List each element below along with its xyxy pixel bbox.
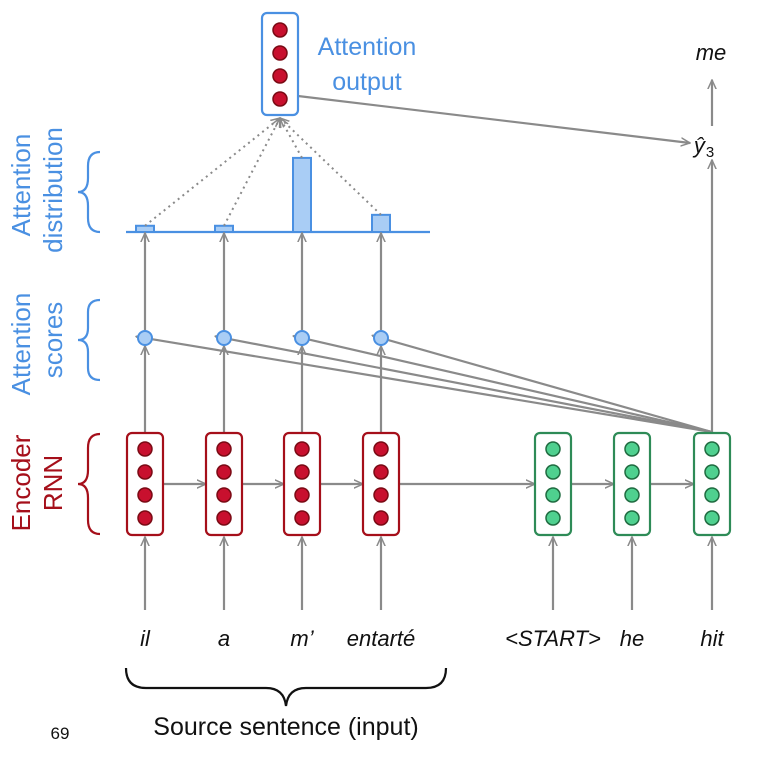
neuron-icon xyxy=(373,510,389,526)
label-attention-distribution-line1: Attention xyxy=(6,134,36,237)
neuron-icon xyxy=(704,487,720,503)
encoder-rnn-cell xyxy=(125,431,165,537)
decoder-to-score-arrow xyxy=(215,336,713,434)
label-attention-distribution: Attention distribution xyxy=(6,127,68,253)
neuron-icon xyxy=(137,487,153,503)
decoder-rnn-cell xyxy=(692,431,732,537)
attention-weight-bar xyxy=(135,224,155,233)
y-hat-subscript: 3 xyxy=(706,144,714,161)
attention-score-node xyxy=(216,330,232,346)
decoder-to-score-arrow xyxy=(372,336,713,434)
source-word: m’ xyxy=(290,626,314,651)
label-attention-distribution-line2: distribution xyxy=(38,127,68,253)
target-word: he xyxy=(620,626,644,651)
encoder-rnn-cell xyxy=(204,431,244,537)
neuron-icon xyxy=(137,510,153,526)
neuron-icon xyxy=(373,487,389,503)
neuron-icon xyxy=(373,441,389,457)
attention-weight-bar xyxy=(214,224,234,233)
neuron-icon xyxy=(545,441,561,457)
neuron-icon xyxy=(272,68,288,84)
neuron-icon xyxy=(704,510,720,526)
neuron-icon xyxy=(545,510,561,526)
word-labels: il a m’ entarté <START> he hit xyxy=(140,626,724,651)
output-word: me xyxy=(696,40,727,65)
source-word: entarté xyxy=(347,626,416,651)
source-word: a xyxy=(218,626,230,651)
attention-weight-bar xyxy=(292,156,312,233)
neuron-icon xyxy=(294,441,310,457)
neuron-icon xyxy=(137,464,153,480)
decoder-to-score-arrow xyxy=(136,337,713,434)
neuron-icon xyxy=(272,45,288,61)
neuron-icon xyxy=(294,510,310,526)
neuron-icon xyxy=(704,441,720,457)
neuron-icon xyxy=(216,510,232,526)
neuron-icon xyxy=(216,441,232,457)
encoder-rnn-cell xyxy=(361,431,401,537)
decoder-rnn-cell xyxy=(533,431,573,537)
label-attention-scores: Attention scores xyxy=(6,293,68,396)
attention-output-label-line2: output xyxy=(332,68,402,96)
label-attention-scores-line2: scores xyxy=(38,302,68,379)
neuron-icon xyxy=(272,91,288,107)
neuron-icon xyxy=(624,487,640,503)
neuron-icon xyxy=(294,464,310,480)
neuron-icon xyxy=(272,22,288,38)
neuron-icon xyxy=(216,487,232,503)
attention-score-node xyxy=(137,330,153,346)
attention-score-node xyxy=(373,330,389,346)
y-hat-label: ŷ3 xyxy=(692,133,714,161)
weighted-sum-arrow xyxy=(279,118,303,159)
y-hat-symbol: ŷ xyxy=(692,133,707,158)
neuron-icon xyxy=(624,510,640,526)
target-word: <START> xyxy=(505,626,601,651)
label-encoder-rnn-line1: Encoder xyxy=(6,434,36,531)
curly-brace-icon xyxy=(124,667,448,707)
slide-number: 69 xyxy=(51,724,70,743)
curly-brace-icon xyxy=(77,432,101,536)
source-sentence-label: Source sentence (input) xyxy=(153,713,418,741)
attention-distribution-bars xyxy=(135,156,391,233)
neuron-icon xyxy=(704,464,720,480)
encoder-rnn-cell xyxy=(282,431,322,537)
label-encoder-rnn: Encoder RNN xyxy=(6,434,68,531)
curly-brace-icon xyxy=(77,150,101,234)
curly-brace-icon xyxy=(77,298,101,382)
neuron-icon xyxy=(137,441,153,457)
target-word: hit xyxy=(700,626,724,651)
attention-score-node xyxy=(294,330,310,346)
attention-output-vector xyxy=(260,11,300,117)
attention-weight-bar xyxy=(371,213,391,233)
weighted-sum-arrow xyxy=(223,118,281,227)
neuron-icon xyxy=(624,441,640,457)
neuron-icon xyxy=(545,464,561,480)
decoder-to-score-arrow xyxy=(293,336,713,434)
label-attention-scores-line1: Attention xyxy=(6,293,36,396)
attention-output-to-prediction-arrow xyxy=(297,94,690,143)
neuron-icon xyxy=(294,487,310,503)
node-layer xyxy=(125,330,732,537)
neuron-icon xyxy=(216,464,232,480)
source-word: il xyxy=(140,626,151,651)
decoder-rnn-cell xyxy=(612,431,652,537)
neuron-icon xyxy=(624,464,640,480)
label-encoder-rnn-line2: RNN xyxy=(38,455,68,511)
neuron-icon xyxy=(373,464,389,480)
weighted-sum-arrow xyxy=(144,118,280,227)
arrow-layer xyxy=(136,80,712,610)
neuron-icon xyxy=(545,487,561,503)
attention-output-label-line1: Attention xyxy=(318,33,417,61)
